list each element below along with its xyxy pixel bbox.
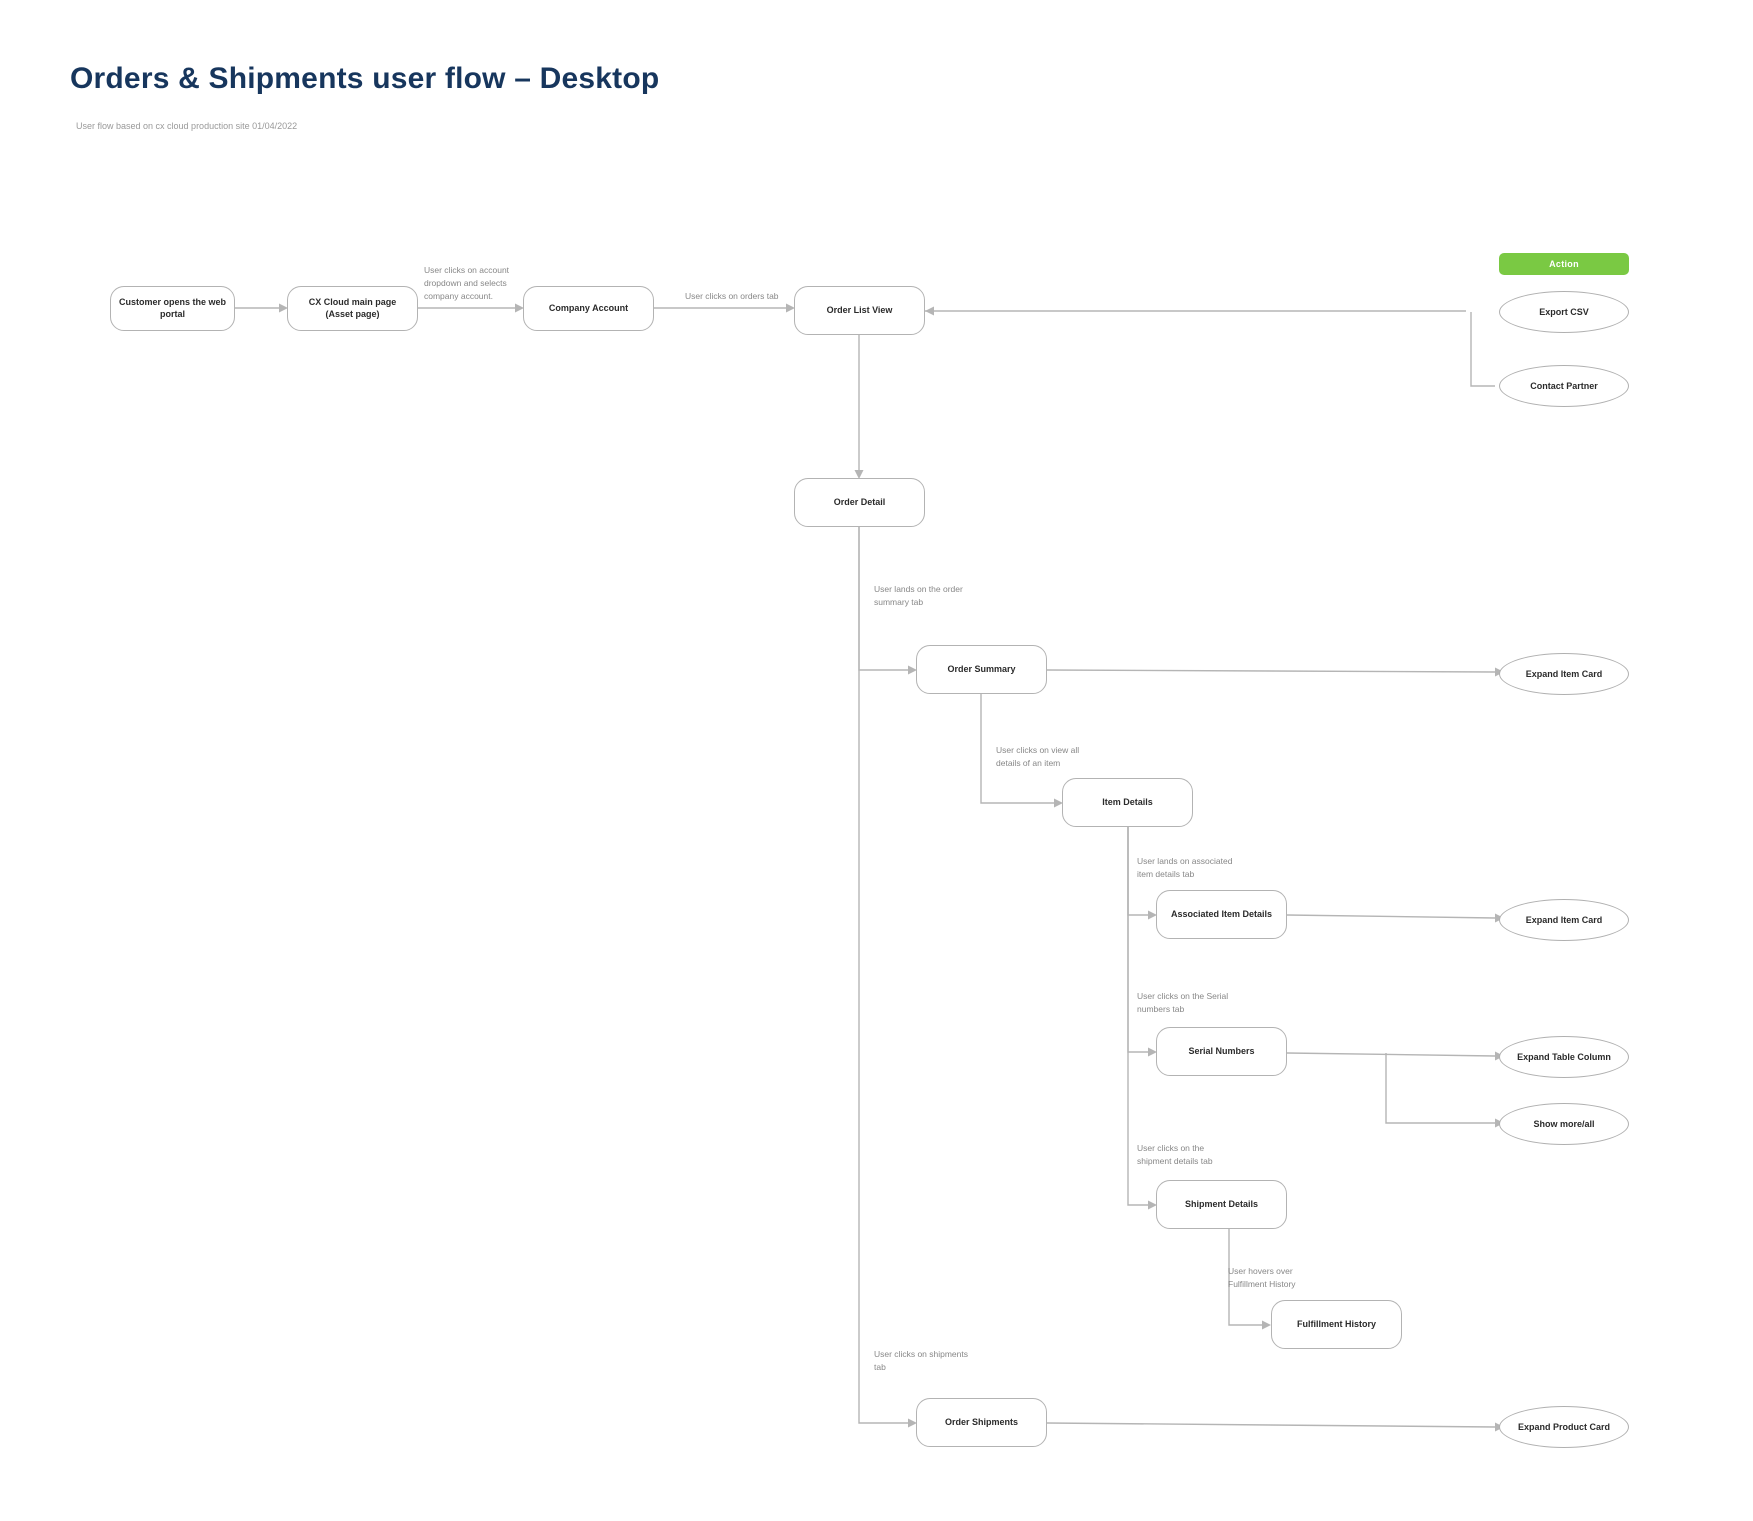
node-label: Order List View <box>826 304 893 315</box>
terminal-label: Expand Table Column <box>1517 1051 1611 1062</box>
node-label: Item Details <box>1102 796 1153 807</box>
legend-action-chip: Action <box>1499 253 1629 275</box>
legend-action-label: Action <box>1549 259 1579 269</box>
node-item-details[interactable]: Item Details <box>1062 778 1193 827</box>
node-order-summary[interactable]: Order Summary <box>916 645 1047 694</box>
node-associated-item-details[interactable]: Associated Item Details <box>1156 890 1287 939</box>
edge-ordersummary-to-expanditemcard <box>1046 669 1496 673</box>
node-label: CX Cloud main page (Asset page) <box>308 297 397 319</box>
terminal-label: Show more/all <box>1533 1118 1595 1129</box>
edge-label-shipment-details-tab: User clicks on the shipment details tab <box>1137 1143 1213 1167</box>
terminal-contact-partner[interactable]: Contact Partner <box>1499 365 1629 407</box>
node-label: Serial Numbers <box>1188 1045 1255 1056</box>
terminal-label: Expand Item Card <box>1525 668 1603 679</box>
node-label: Order Shipments <box>944 1416 1018 1427</box>
edge-label-view-all-details: User clicks on view all details of an it… <box>996 745 1080 769</box>
node-label: Order Summary <box>947 663 1016 674</box>
terminal-expand-item-card-associated[interactable]: Expand Item Card <box>1499 899 1629 941</box>
page-title: Orders & Shipments user flow – Desktop <box>70 62 660 95</box>
node-label: Associated Item Details <box>1170 908 1273 919</box>
node-order-shipments[interactable]: Order Shipments <box>916 1398 1047 1447</box>
edge-label-orders-tab: User clicks on orders tab <box>685 291 779 301</box>
edge-branch-to-contactpartner <box>1470 312 1495 387</box>
arrowhead-shipmentdetails-to-fulfillment <box>1262 1320 1271 1330</box>
node-label: Order Detail <box>833 496 886 507</box>
terminal-expand-item-card-summary[interactable]: Expand Item Card <box>1499 653 1629 695</box>
node-cx-cloud-main-page[interactable]: CX Cloud main page (Asset page) <box>287 286 418 331</box>
node-label: Customer opens the web portal <box>118 297 226 319</box>
edge-label-order-summary-tab: User lands on the order summary tab <box>874 584 963 608</box>
edge-associated-to-expanditemcard <box>1286 914 1496 919</box>
terminal-expand-product-card[interactable]: Expand Product Card <box>1499 1406 1629 1448</box>
edge-serialnumbers-to-expandtablecolumn <box>1286 1052 1496 1057</box>
terminal-expand-table-column[interactable]: Expand Table Column <box>1499 1036 1629 1078</box>
edge-label-shipments-tab: User clicks on shipments tab <box>874 1349 969 1373</box>
edge-serialnumbers-to-showmore <box>1385 1053 1495 1124</box>
terminal-export-csv[interactable]: Export CSV <box>1499 291 1629 333</box>
terminal-show-more-all[interactable]: Show more/all <box>1499 1103 1629 1145</box>
edge-orderdetail-to-ordershipments <box>858 527 908 1424</box>
edge-label-associated-item-tab: User lands on associated item details ta… <box>1137 856 1233 880</box>
edge-label-account-dropdown: User clicks on account dropdown and sele… <box>424 265 510 302</box>
edge-label-fulfillment-hover: User hovers over Fulfillment History <box>1228 1266 1296 1290</box>
terminal-label: Contact Partner <box>1530 380 1598 391</box>
terminal-label: Export CSV <box>1539 306 1589 317</box>
page-subtitle: User flow based on cx cloud production s… <box>76 121 298 131</box>
edge-ordershipments-to-expandproductcard <box>1046 1422 1496 1428</box>
edge-label-serial-numbers-tab: User clicks on the Serial numbers tab <box>1137 991 1229 1015</box>
node-order-list-view[interactable]: Order List View <box>794 286 925 335</box>
terminal-label: Expand Item Card <box>1525 914 1603 925</box>
terminal-label: Expand Product Card <box>1517 1421 1610 1432</box>
node-label: Fulfillment History <box>1296 1318 1376 1329</box>
node-company-account[interactable]: Company Account <box>523 286 654 331</box>
arrowhead-orderlist-to-exportcsv <box>925 306 934 316</box>
node-order-detail[interactable]: Order Detail <box>794 478 925 527</box>
node-shipment-details[interactable]: Shipment Details <box>1156 1180 1287 1229</box>
node-fulfillment-history[interactable]: Fulfillment History <box>1271 1300 1402 1349</box>
node-label: Company Account <box>548 302 629 313</box>
node-label: Shipment Details <box>1184 1198 1258 1209</box>
node-customer-opens-web-portal[interactable]: Customer opens the web portal <box>110 286 235 331</box>
node-serial-numbers[interactable]: Serial Numbers <box>1156 1027 1287 1076</box>
